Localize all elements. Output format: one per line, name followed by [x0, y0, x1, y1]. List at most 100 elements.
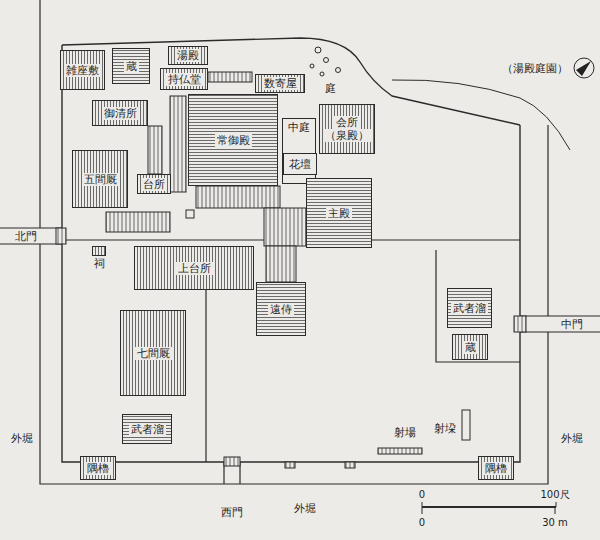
small-structure	[186, 210, 194, 218]
corner-tower: 隅櫓	[80, 456, 116, 480]
building-name: 中庭	[286, 121, 312, 134]
moat-line	[40, 0, 548, 484]
small-structure	[285, 462, 295, 468]
compass	[576, 61, 591, 76]
gate-road	[0, 228, 62, 244]
building: 数寄屋	[255, 74, 305, 93]
building: 上台所	[134, 246, 254, 290]
building-name: 上台所	[176, 262, 213, 275]
corridor	[196, 186, 280, 208]
corridor	[266, 246, 296, 282]
building-name: 祠	[92, 257, 107, 270]
building-name: 武者溜	[129, 423, 166, 436]
enclosure-wall	[62, 38, 520, 125]
building: 雑座敷	[60, 50, 105, 90]
building-name: 七間厩	[135, 347, 172, 360]
corner-tower: 隅櫓	[478, 456, 514, 480]
scale-bar	[422, 506, 556, 508]
building-name: 蔵	[124, 60, 139, 73]
building: 湯殿	[168, 46, 208, 65]
building-name: 隅櫓	[85, 462, 111, 475]
moat-label: 外堀	[292, 502, 318, 515]
building: 武者溜	[447, 288, 492, 328]
scale-bar	[422, 502, 556, 514]
building: 台所	[137, 174, 171, 194]
small-structure	[345, 462, 355, 468]
building: 五間厩	[72, 150, 128, 208]
scale-unit: 30 m	[540, 516, 570, 529]
scale-bar	[422, 502, 556, 514]
building-name: 遠侍	[268, 303, 294, 316]
building-name: 会所	[334, 116, 360, 129]
storehouse: 蔵	[112, 48, 150, 84]
building-name: 蔵	[463, 341, 478, 354]
building: 遠侍	[256, 282, 306, 336]
field-label: 射場	[392, 426, 418, 439]
corridor	[106, 212, 170, 232]
inner-wall	[436, 250, 520, 362]
building: 持仏堂	[160, 68, 208, 90]
scale-unit: 100尺	[538, 488, 571, 501]
small-structure	[378, 448, 422, 454]
compass	[574, 58, 594, 78]
building: 会所（泉殿）	[319, 104, 375, 154]
garden-rock	[310, 47, 341, 76]
courtyard: 中庭花壇	[282, 118, 316, 184]
compass	[574, 58, 594, 78]
gate-mark	[56, 228, 526, 466]
gate-mark	[224, 457, 240, 466]
moat-label: 外堀	[559, 432, 585, 445]
garden-rock	[324, 58, 329, 63]
building-name: 湯殿	[175, 49, 201, 62]
building-name: 雑座敷	[64, 64, 101, 77]
target-mound-label: 射垜	[432, 422, 458, 435]
scale-number: 0	[417, 488, 427, 501]
gate-mark	[514, 316, 526, 332]
inner-wall	[62, 240, 520, 462]
garden-rock	[310, 64, 314, 68]
corridor	[208, 72, 252, 82]
moat-line	[40, 0, 548, 484]
building-name: 持仏堂	[166, 73, 203, 86]
garden-contour	[392, 80, 570, 150]
gate-label: 中門	[559, 318, 585, 331]
building-name: 五間厩	[82, 173, 119, 186]
flower-bed: 花壇	[283, 153, 317, 175]
gate-mark	[56, 228, 66, 244]
moat-label: 外堀	[9, 432, 35, 445]
garden-label: 庭	[323, 82, 338, 95]
building: 七間厩	[120, 310, 186, 396]
corridor	[264, 208, 306, 246]
building-name: （泉殿）	[323, 129, 371, 142]
building-name: 花壇	[287, 158, 313, 171]
building: 常御殿	[188, 94, 278, 186]
gate-label: 西門	[219, 506, 245, 519]
enclosure-wall	[62, 45, 520, 462]
building-name: 武者溜	[451, 302, 488, 315]
building-name: 台所	[141, 178, 167, 191]
building: 主殿	[306, 178, 372, 248]
building-name: 数寄屋	[262, 77, 299, 90]
enclosure-wall	[62, 38, 520, 462]
inner-wall	[205, 290, 206, 462]
garden-label: （湯殿庭園）	[500, 62, 570, 75]
garden-rock	[315, 47, 321, 53]
shrine: 祠	[92, 246, 106, 256]
scale-number: 0	[417, 516, 427, 529]
gate-road	[520, 316, 600, 332]
gate-label: 北門	[13, 230, 39, 243]
garden-contour	[392, 80, 570, 150]
storehouse: 蔵	[452, 334, 488, 360]
building: 御清所	[92, 100, 148, 126]
corridor	[148, 126, 162, 174]
building-name: 御清所	[102, 107, 139, 120]
garden-rock	[336, 68, 341, 73]
corridor	[170, 96, 186, 192]
building-name: 常御殿	[215, 134, 252, 147]
gate-road	[0, 228, 600, 484]
building: 武者溜	[122, 414, 172, 444]
small-structure	[462, 410, 470, 440]
building-name: 主殿	[326, 207, 352, 220]
garden-rock	[320, 72, 324, 76]
